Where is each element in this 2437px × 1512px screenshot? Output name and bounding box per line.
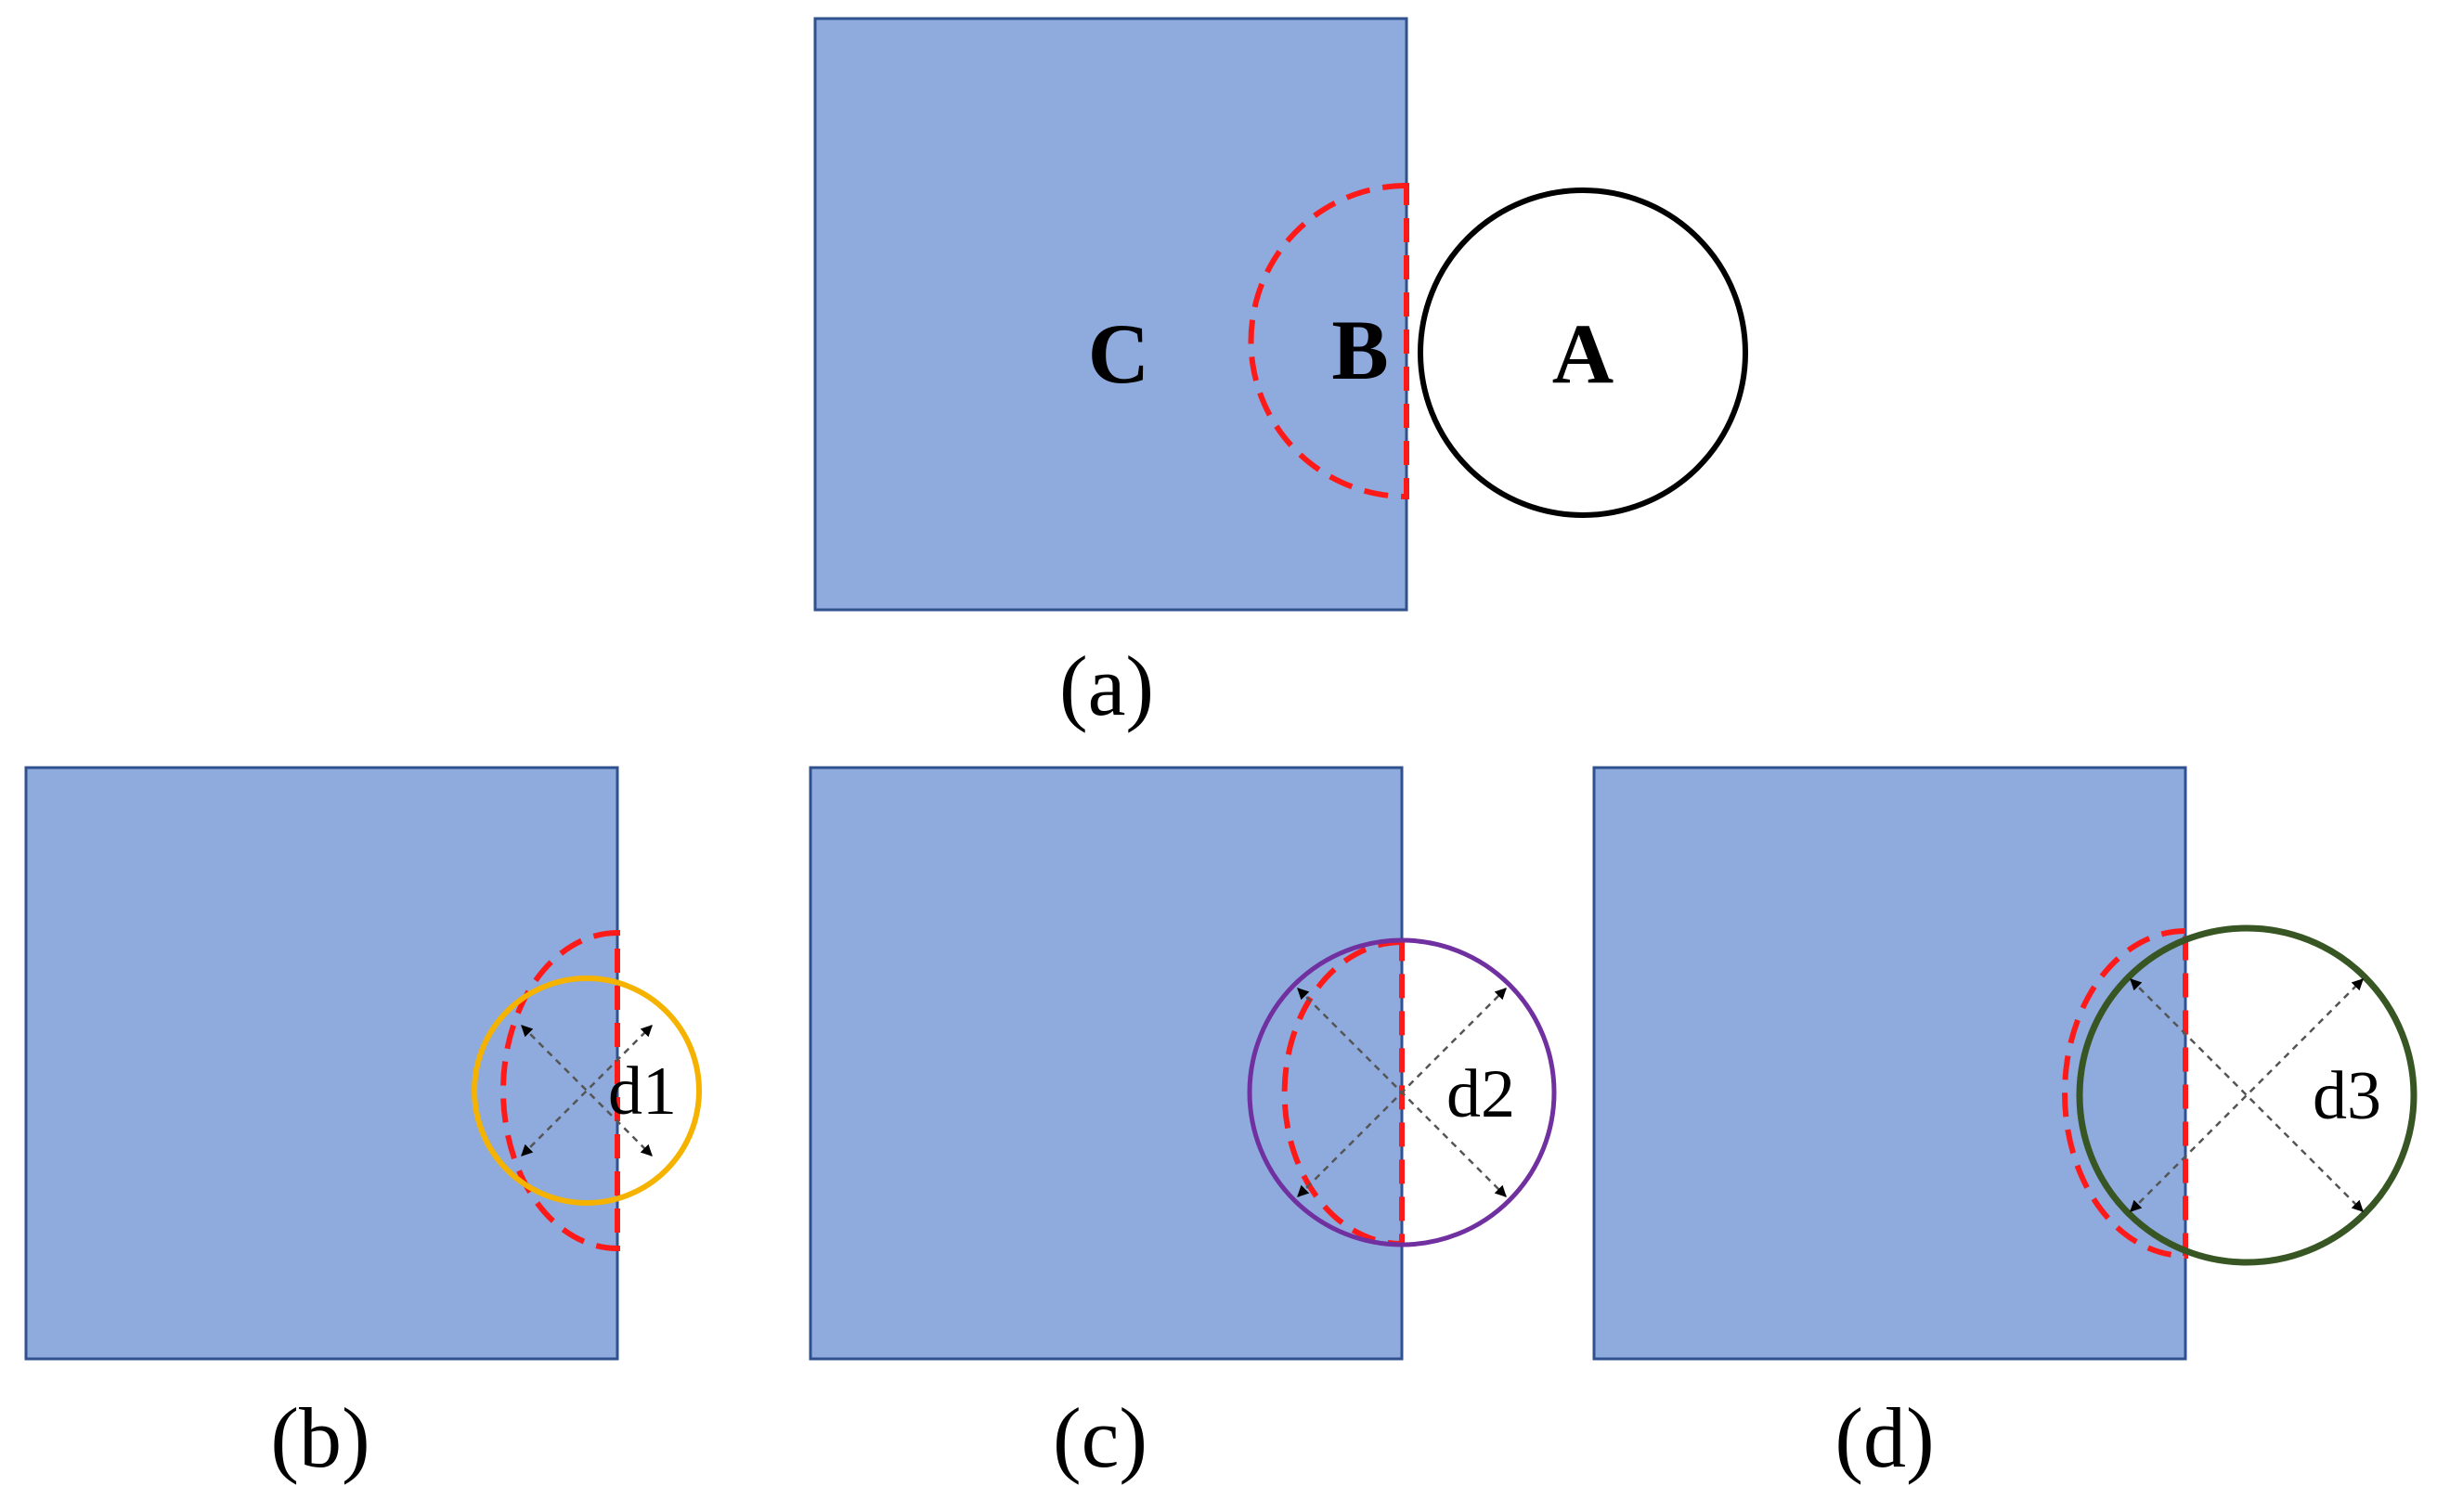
panel-d-diameter-arrow-2 (2130, 978, 2364, 1212)
panel-b-dashed-boundary (500, 929, 620, 1252)
panel-d-circle (2076, 924, 2418, 1266)
region-c-label: C (1088, 306, 1149, 401)
region-a-circle (1418, 187, 1748, 518)
panel-c-caption: (c) (1053, 1390, 1147, 1485)
panel-c-d2-label: d2 (1446, 1056, 1515, 1132)
panel-d-dashed-boundary (2062, 927, 2188, 1260)
panel-d-square (1592, 766, 2187, 1361)
region-a-label: A (1552, 306, 1614, 401)
panel-b-diameter-arrow-2 (521, 1025, 653, 1157)
region-b-label: B (1331, 303, 1388, 397)
region-b-boundary (1248, 182, 1409, 500)
panel-b-caption: (b) (270, 1390, 369, 1485)
panel-b-d1-label: d1 (608, 1053, 677, 1130)
panel-d-d3-label: d3 (2313, 1058, 2381, 1134)
panel-c-square (809, 766, 1404, 1361)
panel-b: d1 (b) (24, 766, 702, 1485)
panel-d-caption: (d) (1834, 1390, 1934, 1485)
panel-d: d3 (d) (1592, 766, 2418, 1485)
panel-a: C B A (a) (813, 17, 1748, 733)
panel-c-diameter-arrow-2 (1297, 988, 1507, 1197)
panel-b-circle (472, 976, 702, 1206)
panel-b-square (24, 766, 619, 1361)
panel-a-caption: (a) (1059, 639, 1154, 733)
region-c-square (813, 17, 1408, 612)
panel-c: d2 (c) (809, 766, 1557, 1485)
panel-c-dashed-boundary (1281, 938, 1405, 1247)
panel-c-circle (1247, 937, 1557, 1247)
